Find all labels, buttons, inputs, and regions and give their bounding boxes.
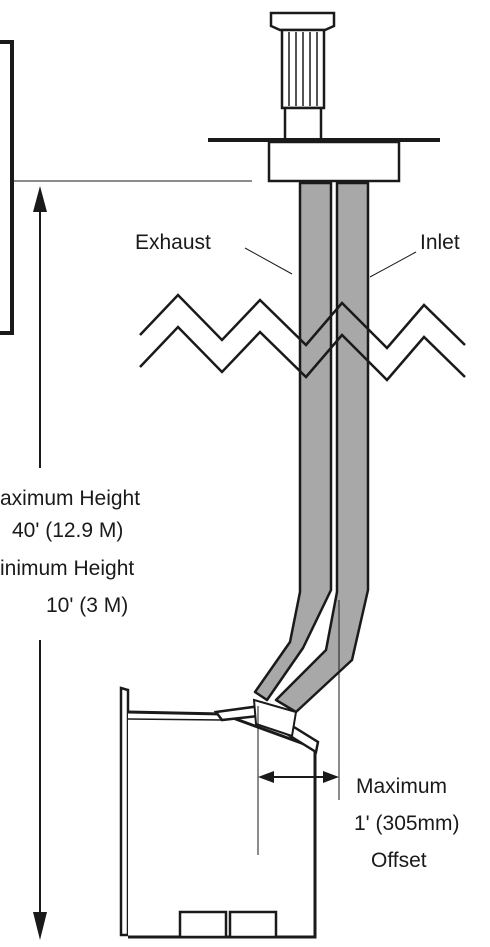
height-label-line-4: 10' (3 M) xyxy=(46,594,128,617)
height-arrow-bottom-head xyxy=(33,912,47,940)
exhaust-leader-line xyxy=(244,247,293,275)
offset-arrow-right-head xyxy=(323,771,339,783)
wall-outline xyxy=(0,40,14,335)
offset-arrow-left-head xyxy=(258,771,274,783)
termination-cap xyxy=(269,11,336,142)
exhaust-pipe xyxy=(253,181,333,702)
exhaust-label: Exhaust xyxy=(135,231,211,254)
inlet-leader-line xyxy=(369,251,417,278)
offset-label-line-2: 1' (305mm) xyxy=(354,812,460,835)
break-line-upper xyxy=(139,293,466,350)
height-label-line-2: 40' (12.9 M) xyxy=(12,519,123,542)
height-label-line-1: aximum Height xyxy=(0,487,140,510)
appliance-unit xyxy=(119,686,320,939)
roof-flashing xyxy=(267,140,401,183)
height-arrow-top-head xyxy=(33,186,47,212)
height-label-line-3: inimum Height xyxy=(0,557,134,580)
break-line-lower xyxy=(139,325,466,382)
inlet-label: Inlet xyxy=(420,231,460,254)
offset-label-line-3: Offset xyxy=(371,849,427,872)
offset-label-line-1: Maximum xyxy=(356,775,447,798)
